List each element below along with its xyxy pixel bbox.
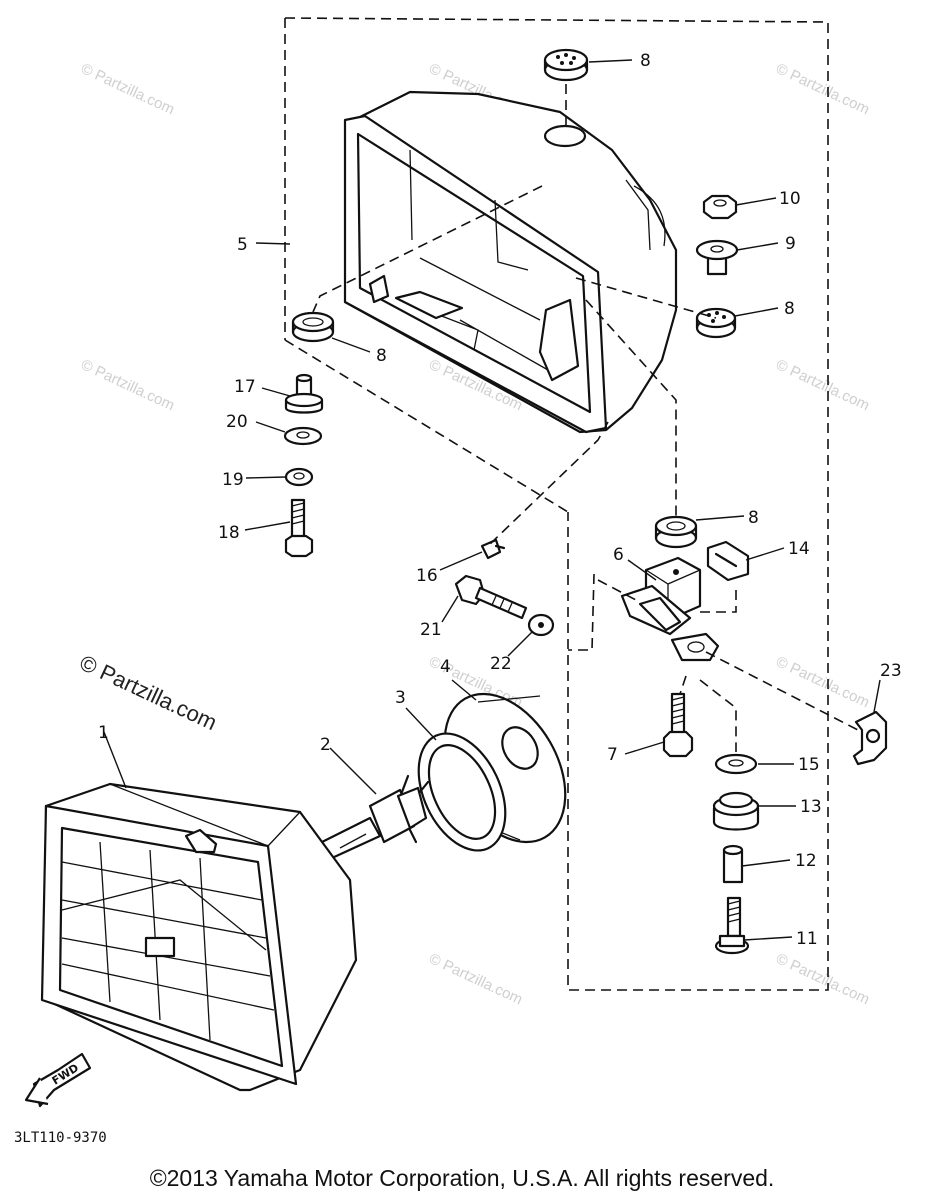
callout-7: 7 — [607, 745, 618, 765]
callout-23: 23 — [880, 661, 902, 681]
assembly-lines — [312, 84, 859, 752]
part-clip — [706, 540, 750, 582]
part-bracket — [620, 556, 720, 662]
callout-11: 11 — [796, 929, 818, 949]
direction-arrow: FWD — [24, 1052, 92, 1108]
part-grommet-top — [543, 48, 589, 82]
part-grommet-right — [695, 307, 737, 339]
callout-8-right: 8 — [784, 299, 795, 319]
callout-9: 9 — [785, 234, 796, 254]
part-nut — [702, 194, 738, 220]
watermark: © Partzilla.com — [773, 950, 872, 1008]
callout-16: 16 — [416, 566, 438, 586]
part-washer-22 — [527, 613, 555, 637]
callout-10: 10 — [779, 189, 801, 209]
callout-12: 12 — [795, 851, 817, 871]
part-washer-15 — [714, 753, 758, 775]
callout-5: 5 — [237, 235, 248, 255]
part-bolt-11 — [714, 896, 750, 955]
part-collar — [695, 239, 739, 276]
watermark: © Partzilla.com — [773, 60, 872, 118]
part-spring-washer — [284, 467, 314, 487]
part-headlight-unit — [40, 782, 358, 1092]
assembly-boundary — [284, 17, 829, 991]
watermark: © Partzilla.com — [426, 950, 525, 1008]
watermark: © Partzilla.com — [78, 356, 177, 414]
callout-18: 18 — [218, 523, 240, 543]
callout-leaders — [103, 59, 881, 941]
part-damper — [712, 791, 760, 831]
callout-22: 22 — [490, 654, 512, 674]
part-clamp — [852, 710, 888, 766]
callouts: 1 2 3 4 5 6 7 8 8 8 8 9 10 11 12 13 14 1… — [98, 51, 902, 949]
part-screw-small — [480, 538, 506, 560]
callout-14: 14 — [788, 539, 810, 559]
callout-13: 13 — [800, 797, 822, 817]
callout-20: 20 — [226, 412, 248, 432]
callout-2: 2 — [320, 735, 331, 755]
part-grommet-left — [291, 311, 335, 343]
callout-19: 19 — [222, 470, 244, 490]
part-bolt-left — [284, 498, 314, 558]
callout-1: 1 — [98, 723, 109, 743]
part-headlight-housing — [343, 90, 678, 434]
watermark: © Partzilla.com — [773, 356, 872, 414]
part-collar-12 — [722, 844, 744, 884]
diagram-code: 3LT110-9370 — [14, 1130, 107, 1146]
watermark: © Partzilla.com — [773, 653, 872, 711]
part-bolt-21 — [454, 574, 528, 620]
part-stud — [284, 373, 324, 414]
callout-3: 3 — [395, 688, 406, 708]
callout-15: 15 — [798, 755, 820, 775]
callout-8-bracket: 8 — [748, 508, 759, 528]
part-retaining-ring — [417, 732, 507, 852]
part-bolt-7 — [662, 692, 694, 758]
callout-17: 17 — [234, 377, 256, 397]
callout-21: 21 — [420, 620, 442, 640]
part-washer — [283, 426, 323, 446]
callout-8-left: 8 — [376, 346, 387, 366]
callout-6: 6 — [613, 545, 624, 565]
part-bulb — [320, 774, 430, 860]
part-grommet-bracket — [654, 515, 698, 549]
callout-4: 4 — [440, 657, 451, 677]
copyright-notice: ©2013 Yamaha Motor Corporation, U.S.A. A… — [150, 1165, 775, 1191]
watermark: © Partzilla.com — [78, 60, 177, 118]
callout-8-top: 8 — [640, 51, 651, 71]
